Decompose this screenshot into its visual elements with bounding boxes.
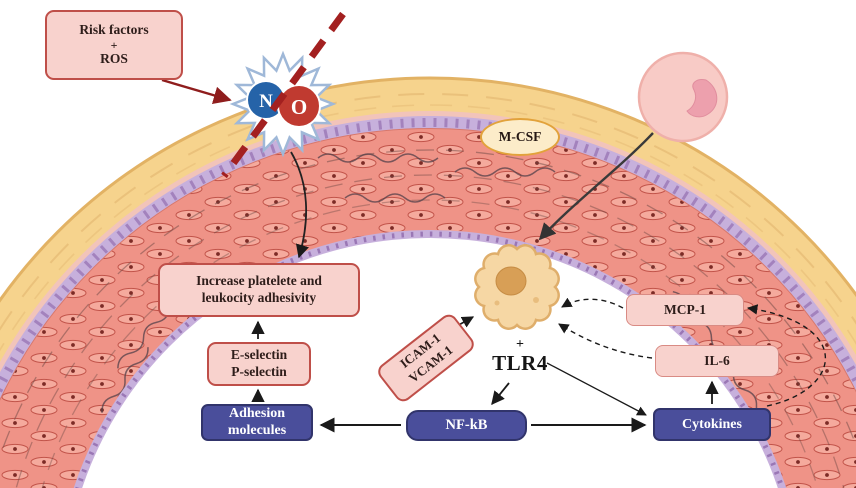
nfkb-label: NF-kB [445,417,488,434]
risk-factors-ros: ROS [100,51,128,67]
risk-factors-plus: + [110,37,118,52]
macrophage-cell [474,244,560,330]
arrow-tlr4-to-cytokines [546,362,647,416]
mcp1-box: MCP-1 [626,294,744,326]
oxygen-letter: O [291,95,307,119]
selectins-box: E-selectin P-selectin [207,342,311,386]
risk-factors-line: Risk factors [79,21,149,37]
no-burst-icon: N O [229,50,337,158]
dashed-arrow-mcp1-to-macrophage [561,297,624,309]
adhesivity-box: Increase platelete and leukocity adhesiv… [158,263,360,317]
p-selectin-label: P-selectin [231,364,287,379]
arrow-risk-to-no [161,78,232,105]
monocyte-nucleus [686,79,718,118]
e-selectin-label: E-selectin [230,347,288,363]
il6-box: IL-6 [655,345,779,377]
arrows [161,78,827,433]
monocyte-cell [637,51,729,143]
risk-factors-box: Risk factors + ROS [45,10,183,80]
nitrogen-letter: N [259,91,273,112]
adhesion-line2: molecules [227,422,287,438]
adhesion-molecules-box: Adhesion molecules [201,404,313,441]
il6-label: IL-6 [704,352,730,368]
tlr4-plus-sign: + [516,337,524,353]
tlr4-label-group: + TLR4 [486,331,554,383]
adhesion-line1: Adhesion [228,405,286,421]
cytokines-box: Cytokines [653,408,771,441]
nfkb-box: NF-kB [406,410,527,441]
tlr4-label: TLR4 [492,351,548,376]
dashed-arrow-il6-to-macrophage [558,323,653,359]
mcsf-label: M-CSF [498,128,542,144]
arrow-tlr4-to-nfkb [491,382,510,406]
cytokines-label: Cytokines [682,416,742,432]
inhibition-dashed-slash [221,11,346,179]
adhesivity-line2: leukocity adhesivity [201,290,317,305]
arrow-no-to-adhesivity [290,151,309,259]
mcsf-oval: M-CSF [480,118,560,156]
macrophage-nucleus [495,266,527,296]
arrow-monocyte-to-macrophage [538,132,654,241]
dashed-arrow-cytokines-to-mcp1 [746,304,827,407]
elastic-fiber-arcs [0,149,856,488]
adhesivity-line1: Increase platelete and [196,273,322,289]
mcp1-label: MCP-1 [664,301,706,317]
